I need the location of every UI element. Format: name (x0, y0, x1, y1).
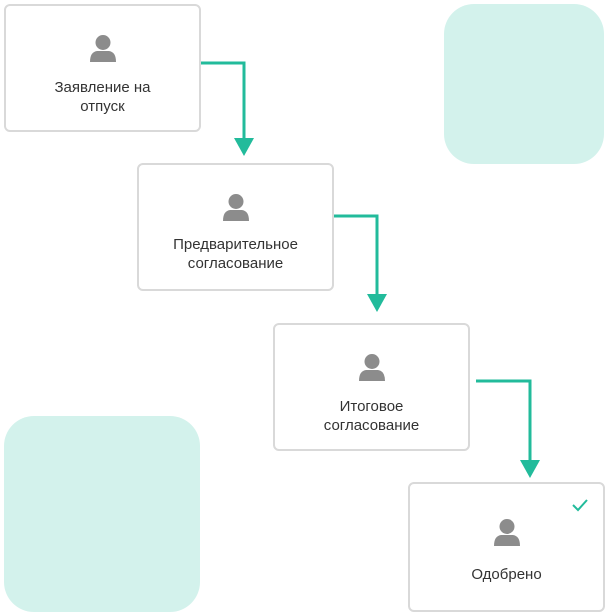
step-label: Одобрено (471, 566, 542, 583)
connector-line-3 (476, 379, 532, 462)
user-icon (493, 519, 520, 546)
step-card-final-approval[interactable]: Итоговое согласование (273, 323, 470, 451)
step-card-approved[interactable]: Одобрено (408, 482, 605, 612)
connector-line-2 (334, 214, 379, 296)
step-label: Итоговое согласование (323, 398, 420, 434)
step-label: Заявление на отпуск (54, 79, 151, 115)
decor-blob-top-right (444, 4, 604, 164)
connector-arrow-3 (520, 460, 540, 478)
user-icon (222, 194, 249, 221)
step-card-application[interactable]: Заявление на отпуск (4, 4, 201, 132)
user-icon (358, 354, 385, 381)
connector-line-1 (201, 61, 246, 140)
connector-arrow-1 (234, 138, 254, 156)
step-label: Предварительное согласование (173, 236, 298, 272)
decor-blob-bottom-left (4, 416, 200, 612)
step-card-preliminary-approval[interactable]: Предварительное согласование (137, 163, 334, 291)
check-icon (572, 499, 588, 512)
user-icon (89, 35, 116, 62)
connector-arrow-2 (367, 294, 387, 312)
